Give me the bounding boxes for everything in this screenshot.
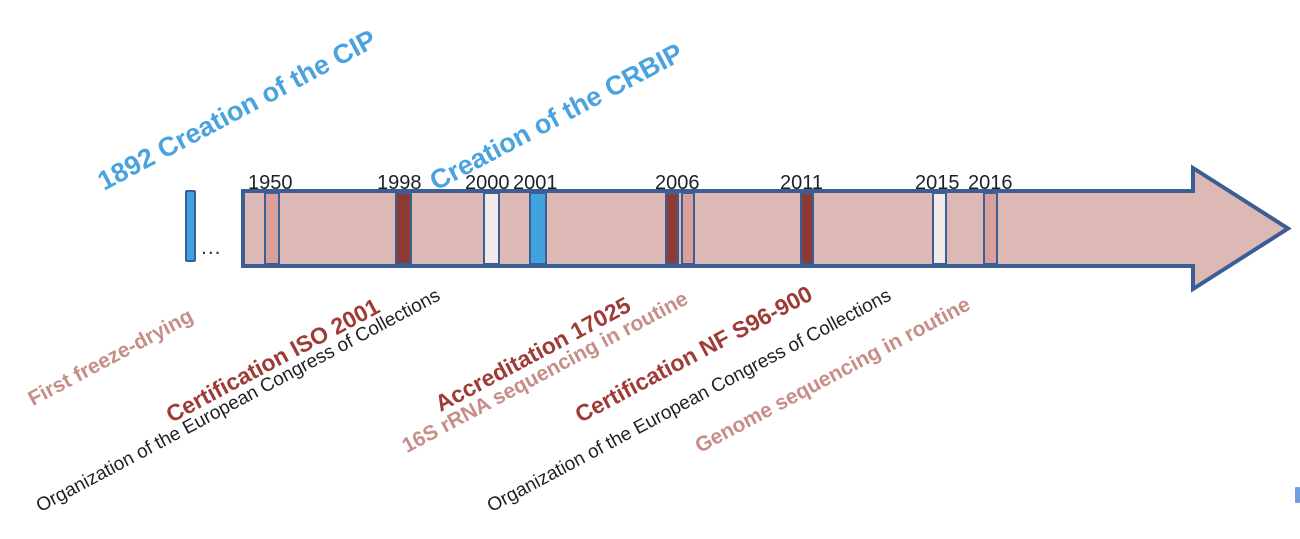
marker-2000-white (483, 192, 500, 265)
marker-2001-blue (529, 192, 547, 265)
corner-sliver-decoration (1295, 487, 1300, 503)
marker-1950-rose (264, 192, 280, 265)
year-label-2016: 2016 (968, 172, 1013, 194)
marker-2015-white (932, 192, 947, 265)
year-label-1998: 1998 (377, 172, 422, 194)
year-label-2015: 2015 (915, 172, 960, 194)
marker-2011-dark-red (800, 192, 814, 265)
marker-2016-rose (983, 192, 998, 265)
year-label-2011: 2011 (780, 172, 824, 194)
year-label-2001: 2001 (513, 172, 558, 194)
marker-2006-rose (681, 192, 695, 265)
marker-2006-dark-red (665, 192, 679, 265)
marker-1892 (185, 190, 196, 262)
marker-1998-dark-red (395, 192, 412, 265)
year-label-2006: 2006 (655, 172, 700, 194)
timeline-ellipsis: ... (201, 236, 222, 259)
year-label-1950: 1950 (248, 172, 293, 194)
year-label-2000: 2000 (465, 172, 510, 194)
